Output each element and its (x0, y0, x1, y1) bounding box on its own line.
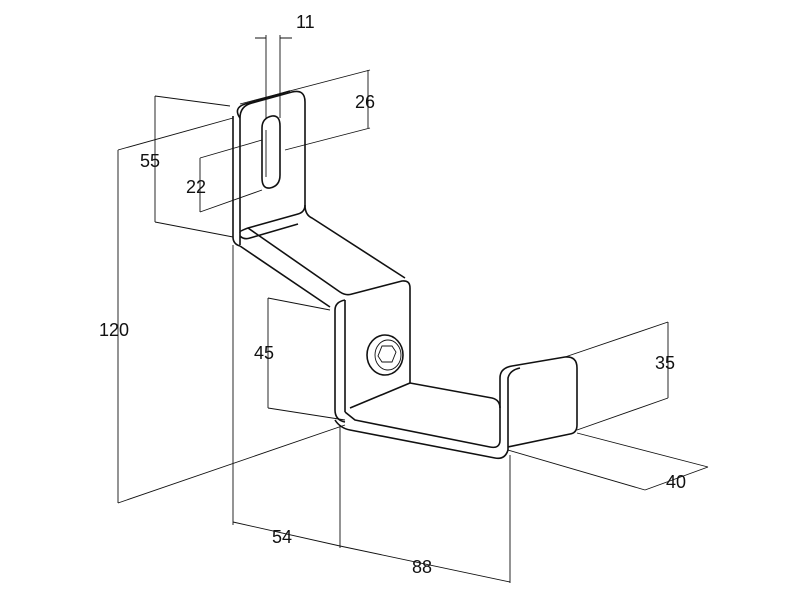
middle-plate (334, 288, 411, 423)
dim-base-width: 88 (412, 557, 432, 577)
dim-middle-height: 45 (254, 343, 274, 363)
dim-depth: 40 (666, 472, 686, 492)
diagonal-plate (239, 204, 411, 308)
slot (261, 115, 281, 189)
right-flange (499, 356, 578, 450)
upper-plate-edge (232, 90, 291, 247)
dim-overall-height: 120 (99, 320, 129, 340)
dim-slot-width: 11 (296, 12, 315, 32)
base-plate (334, 382, 509, 460)
screw-head (366, 334, 404, 376)
upper-plate (239, 90, 306, 233)
dimensions: 11 26 55 22 120 45 35 40 54 88 (99, 12, 709, 583)
dim-slot-length: 22 (186, 177, 206, 197)
dim-upper-height: 55 (140, 151, 160, 171)
bracket-part (232, 90, 578, 460)
dim-flange-height: 35 (655, 353, 675, 373)
dim-slot-offset: 26 (355, 92, 375, 112)
dim-offset-width: 54 (272, 527, 292, 547)
